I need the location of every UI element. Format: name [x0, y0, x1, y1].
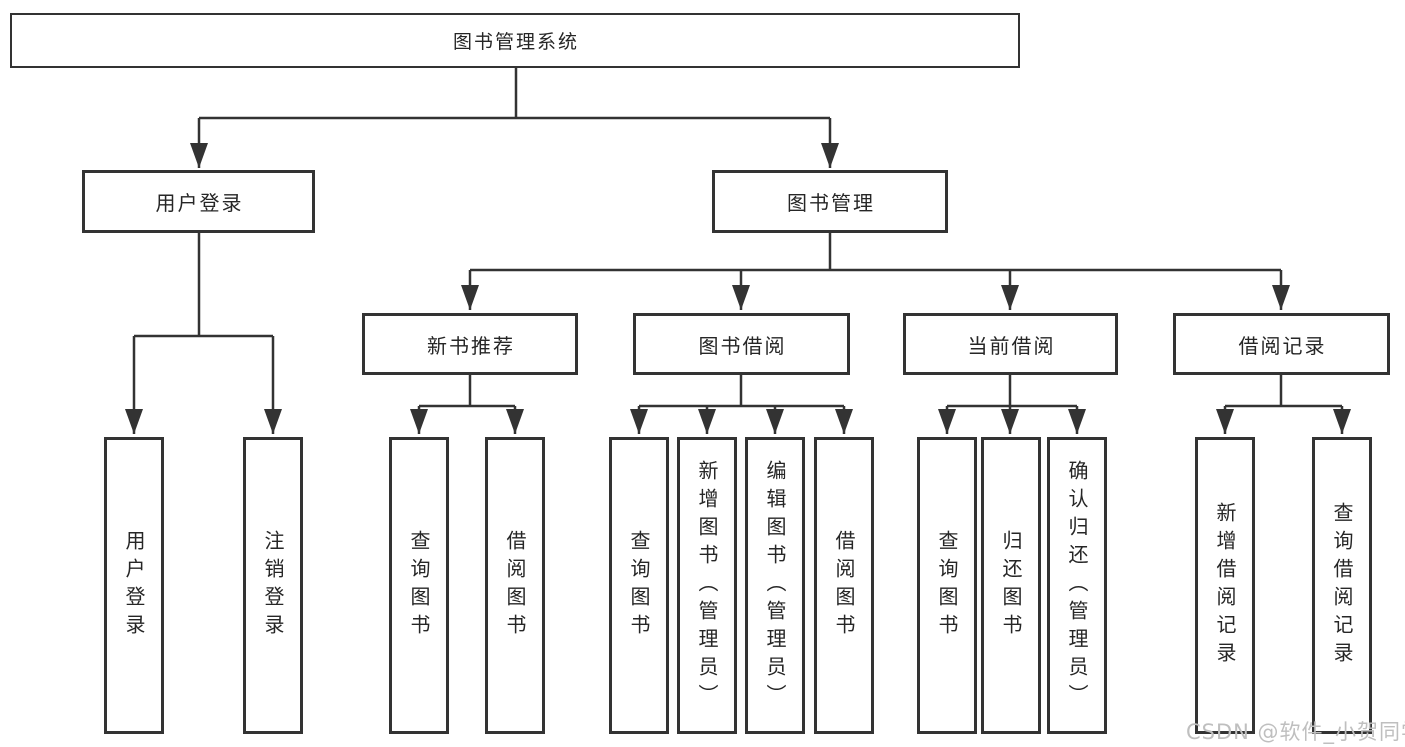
leaf-borrow-books-recommend: 借阅图书	[485, 437, 545, 734]
leaf-add-borrow-record: 新增借阅记录	[1195, 437, 1255, 734]
leaf-confirm-return-admin: 确认归还（管理员）	[1047, 437, 1107, 734]
connector-recommend-leaves	[419, 375, 515, 408]
node-borrowing-records: 借阅记录	[1173, 313, 1390, 375]
csdn-watermark: CSDN @软件_小贺同学	[1186, 720, 1405, 744]
connector-borrow-leaves	[639, 375, 844, 408]
node-library-management-system: 图书管理系统	[10, 13, 1020, 68]
leaf-edit-books-admin: 编辑图书（管理员）	[745, 437, 805, 734]
node-new-book-recommendation: 新书推荐	[362, 313, 578, 375]
leaf-user-login: 用户登录	[104, 437, 164, 734]
node-book-management: 图书管理	[712, 170, 948, 233]
leaf-search-books-current: 查询图书	[917, 437, 977, 734]
leaf-search-borrow-record: 查询借阅记录	[1312, 437, 1372, 734]
leaf-add-books-admin: 新增图书（管理员）	[677, 437, 737, 734]
connector-records-leaves	[1225, 375, 1342, 408]
leaf-logout: 注销登录	[243, 437, 303, 734]
leaf-search-books-recommend: 查询图书	[389, 437, 449, 734]
connector-books-l3	[470, 233, 1281, 272]
leaf-borrow-books: 借阅图书	[814, 437, 874, 734]
connector-login-leaves	[134, 233, 273, 338]
node-book-borrowing: 图书借阅	[633, 313, 850, 375]
node-current-borrowing: 当前借阅	[903, 313, 1118, 375]
leaf-search-books-borrow: 查询图书	[609, 437, 669, 734]
connector-root-l2	[199, 68, 830, 120]
leaf-return-books: 归还图书	[981, 437, 1041, 734]
node-user-login: 用户登录	[82, 170, 315, 233]
connector-current-leaves	[947, 375, 1077, 408]
